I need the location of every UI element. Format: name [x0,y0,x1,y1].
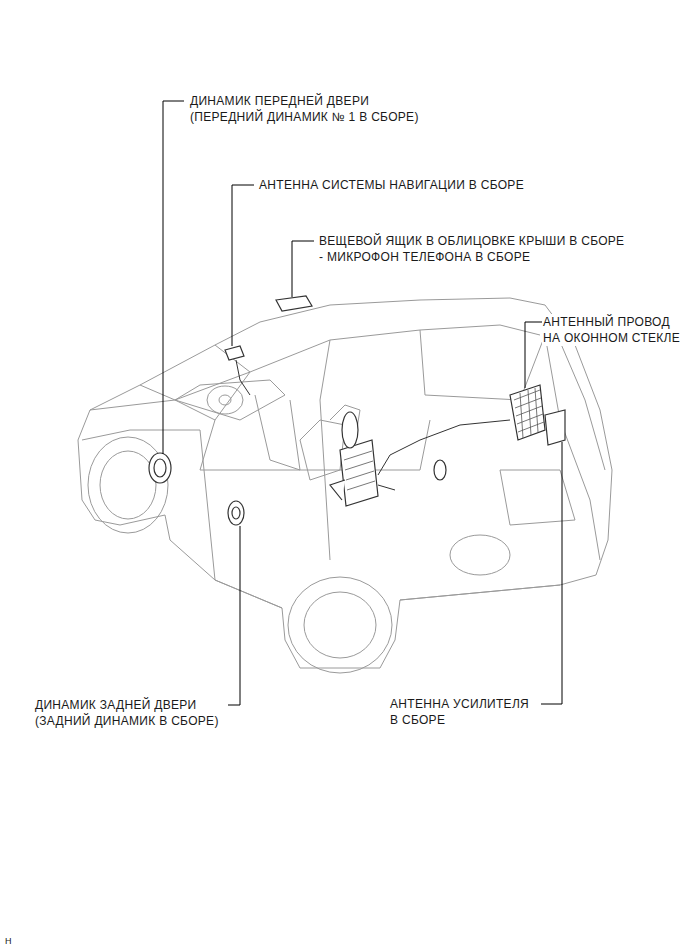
part-name-note: - МИКРОФОН ТЕЛЕФОНА В СБОРЕ [318,249,531,265]
leader-lines [163,101,562,705]
components [149,296,565,525]
car-body [78,298,612,673]
part-name: ВЕЩЕВОЙ ЯЩИК В ОБЛИЦОВКЕ КРЫШИ В СБОРЕ [318,233,625,249]
part-name: АНТЕННА УСИЛИТЕЛЯ В СБОРЕ [389,696,541,728]
part-name: ДИНАМИК ЗАДНЕЙ ДВЕРИ [34,697,198,713]
part-name: ДИНАМИК ПЕРЕДНЕЙ ДВЕРИ [189,93,370,109]
part-name: АНТЕННЫЙ ПРОВОД НА ОКОННОМ СТЕКЛЕ [542,314,686,346]
wiring [236,360,510,490]
part-name-note: (ПЕРЕДНИЙ ДИНАМИК № 1 В СБОРЕ) [189,109,420,125]
antenna-grid [344,388,544,490]
part-name: АНТЕННА СИСТЕМЫ НАВИГАЦИИ В СБОРЕ [258,177,525,193]
part-name-note: (ЗАДНИЙ ДИНАМИК В СБОРЕ) [34,713,220,729]
figure-code: H [4,936,13,946]
